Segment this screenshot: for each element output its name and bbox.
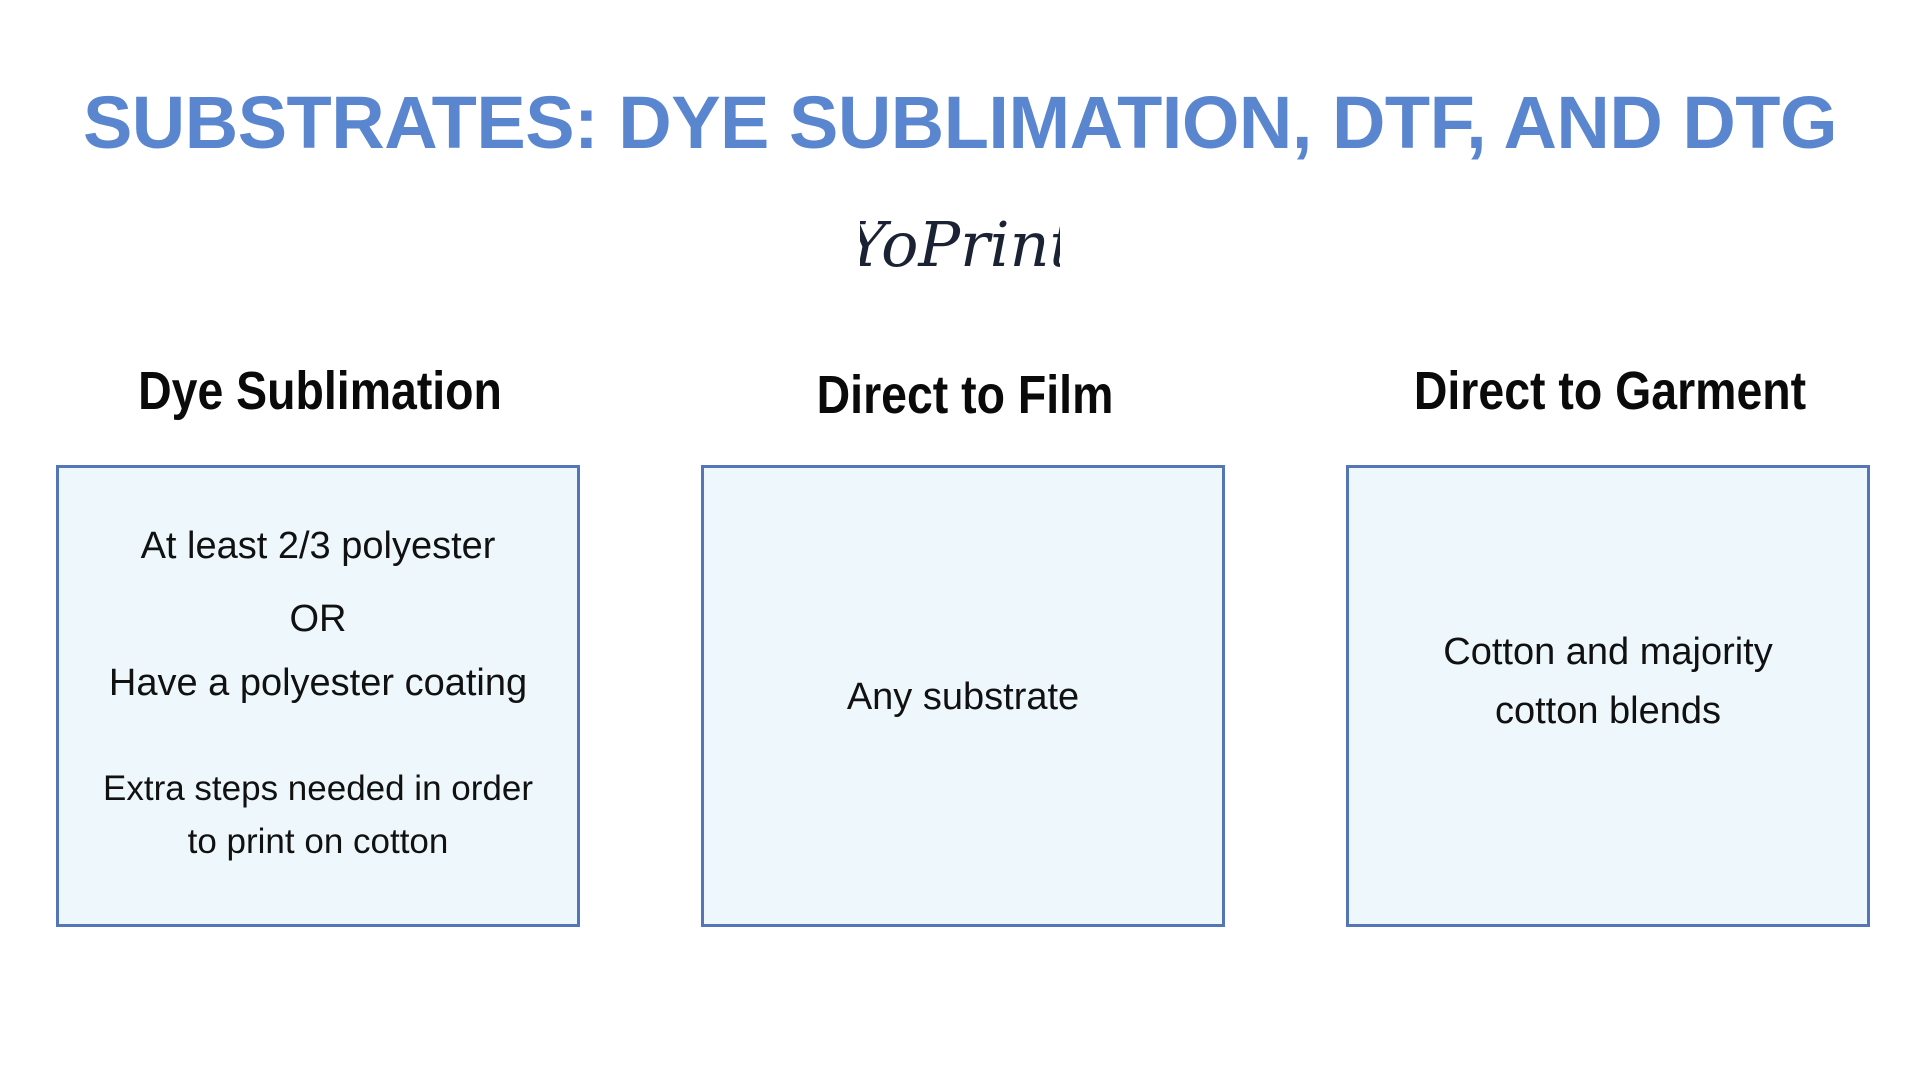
column-heading-direct-to-garment: Direct to Garment [1413, 361, 1807, 421]
card-line: OR [289, 598, 347, 640]
logo-text: YoPrint [860, 208, 1060, 281]
card-direct-to-film: Any substrate [701, 465, 1225, 927]
card-line: cotton blends [1494, 690, 1722, 732]
yoprint-logo: YoPrint [860, 208, 1060, 281]
card-line: Have a polyester coating [108, 662, 528, 704]
page-title: SUBSTRATES: DYE SUBLIMATION, DTF, AND DT… [82, 81, 1838, 164]
card-direct-to-garment: Cotton and majority cotton blends [1346, 465, 1870, 927]
column-heading-direct-to-film: Direct to Film [816, 365, 1114, 425]
column-heading-dye-sublimation: Dye Sublimation [138, 361, 502, 421]
card-line: to print on cotton [187, 822, 449, 861]
card-line: Any substrate [846, 676, 1080, 718]
card-line: Cotton and majority [1443, 631, 1773, 673]
card-line: Extra steps needed in order [103, 769, 533, 808]
card-dye-sublimation: At least 2/3 polyester OR Have a polyest… [56, 465, 580, 927]
card-line: At least 2/3 polyester [140, 525, 496, 567]
